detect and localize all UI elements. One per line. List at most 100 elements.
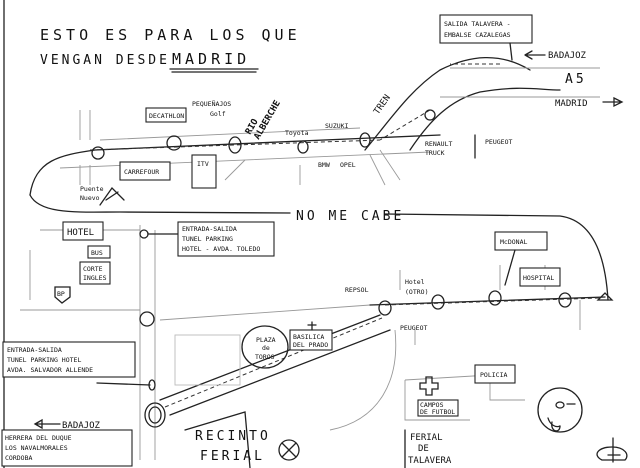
title-line1: ESTO ES PARA LOS QUE	[40, 26, 301, 44]
tunnel-entrance-marker	[148, 379, 156, 391]
a5-label: A5	[565, 72, 587, 87]
side-streets	[79, 110, 401, 186]
cross-icon	[307, 321, 317, 331]
tunel2-box	[2, 341, 136, 378]
carrefour-label: CARREFOUR	[124, 168, 159, 176]
ferial-label: FERIAL	[410, 433, 443, 443]
bridge-icon	[99, 186, 125, 206]
renault-label: TRUCK	[425, 149, 445, 157]
repsol-label: REPSOL	[345, 286, 369, 294]
hotel-box	[62, 221, 104, 241]
tunel2-label: ENTRADA-SALIDA	[7, 346, 62, 354]
puente-label: Nuevo	[80, 194, 100, 202]
block-outline	[404, 374, 525, 421]
herrera-box	[1, 429, 133, 467]
recinto-label: RECINTO	[195, 429, 271, 444]
roundabout-main	[144, 402, 166, 428]
toyota-label: Toyota	[285, 129, 309, 137]
pequenajos-label: PEQUEÑAJOS	[192, 99, 231, 108]
loop-road	[29, 194, 291, 214]
connector-road	[384, 213, 609, 301]
ferial-label: DE	[418, 444, 429, 454]
roundabout-inner	[148, 406, 162, 424]
hotel-otro-label: (OTRO)	[405, 288, 428, 296]
route-arrows	[164, 317, 383, 408]
campos-label: CAMPOS	[420, 401, 444, 409]
pointer-line	[96, 382, 151, 386]
road-a5	[409, 87, 561, 151]
rio-label: ALBERCHE	[253, 99, 283, 142]
route-arrows	[89, 139, 381, 151]
policia-label: POLICIA	[480, 371, 507, 379]
recinto-outline	[184, 411, 251, 468]
toros-label: PLAZA	[256, 336, 276, 344]
herrera-label: LOS NAVALMORALES	[5, 444, 68, 452]
tunel1-box	[177, 221, 275, 257]
badajoz-label: BADAJOZ	[62, 421, 101, 431]
hospital-label: HOSPITAL	[523, 274, 554, 282]
tunel2-label: TUNEL PARKING HOTEL	[7, 356, 81, 364]
bus-box	[87, 245, 111, 259]
peugeot-label: PEUGEOT	[485, 138, 512, 146]
signature-mark-icon	[596, 437, 628, 463]
roundabout	[139, 311, 155, 327]
opel-label: OPEL	[340, 161, 356, 169]
tunnel-entrance-marker	[139, 229, 149, 239]
side-street	[329, 329, 397, 431]
puente-label: Puente	[80, 185, 104, 193]
decathlon-label: DECATHLON	[149, 112, 184, 120]
herrera-label: HERRERA DEL DUQUE	[5, 434, 72, 442]
pequenajos-label: Golf	[210, 110, 226, 118]
bus-label: BUS	[91, 249, 103, 257]
bmw-label: BMW	[318, 161, 330, 169]
route-arrows	[379, 63, 500, 141]
campos-label: DE FUTBOL	[420, 408, 455, 416]
salida-label: EMBALSE CAZALEGAS	[444, 31, 511, 39]
mcdonald-box	[494, 231, 548, 251]
madrid-label: MADRID	[555, 99, 588, 109]
basilica-label: DEL PRADO	[293, 341, 328, 349]
campos-box	[417, 399, 459, 417]
itv-label: ITV	[197, 160, 209, 168]
side-streets	[399, 265, 581, 345]
rio-alberche-label: RIO ALBERCHE	[244, 99, 283, 142]
park-box	[174, 334, 241, 386]
bp-label: BP	[57, 290, 65, 298]
ferial-label: TALAVERA	[408, 456, 452, 466]
toros-label: de	[262, 344, 270, 352]
x-circle-icon	[278, 439, 300, 461]
hospital-box	[519, 267, 561, 287]
peugeot-label: PEUGEOT	[400, 324, 427, 332]
road-a5-lanes	[440, 67, 600, 98]
route-arrows	[384, 297, 601, 306]
medical-cross-icon	[419, 376, 439, 396]
plaza-toros-circle	[241, 325, 289, 369]
itv-box	[191, 154, 217, 189]
tunel1-label: ENTRADA-SALIDA	[182, 225, 237, 233]
corte-label: INGLES	[83, 274, 107, 282]
title-madrid: MADRID	[172, 50, 250, 68]
lower-road	[369, 296, 606, 306]
diagonal-road	[159, 314, 391, 416]
tunel1-label: HOTEL - AVDA. TOLEDO	[182, 245, 260, 253]
no-me-cabe-label: NO ME CABE	[296, 209, 404, 224]
toros-label: TOROS	[255, 353, 275, 361]
herrera-label: CORDOBA	[5, 454, 32, 462]
renault-label: RENAULT	[425, 140, 452, 148]
tunel2-label: AVDA. SALVADOR ALLENDE	[7, 366, 93, 374]
arrow-right-icon	[602, 96, 624, 108]
pointer-line	[509, 42, 513, 61]
carrefour-box	[119, 161, 171, 181]
arrow-left-icon	[33, 418, 61, 430]
winking-face-icon	[537, 387, 583, 433]
salida-label: SALIDA TALAVERA -	[444, 20, 511, 28]
hotel-otro-label: Hotel	[405, 278, 425, 286]
corte-ingles-box	[79, 261, 111, 285]
bp-shield-icon	[54, 286, 71, 304]
roundabouts-upper	[91, 109, 436, 160]
corte-label: CORTE	[83, 265, 103, 273]
road-edges	[59, 127, 431, 169]
recinto-label: FERIAL	[200, 449, 265, 464]
arrow-left-icon	[524, 50, 546, 60]
